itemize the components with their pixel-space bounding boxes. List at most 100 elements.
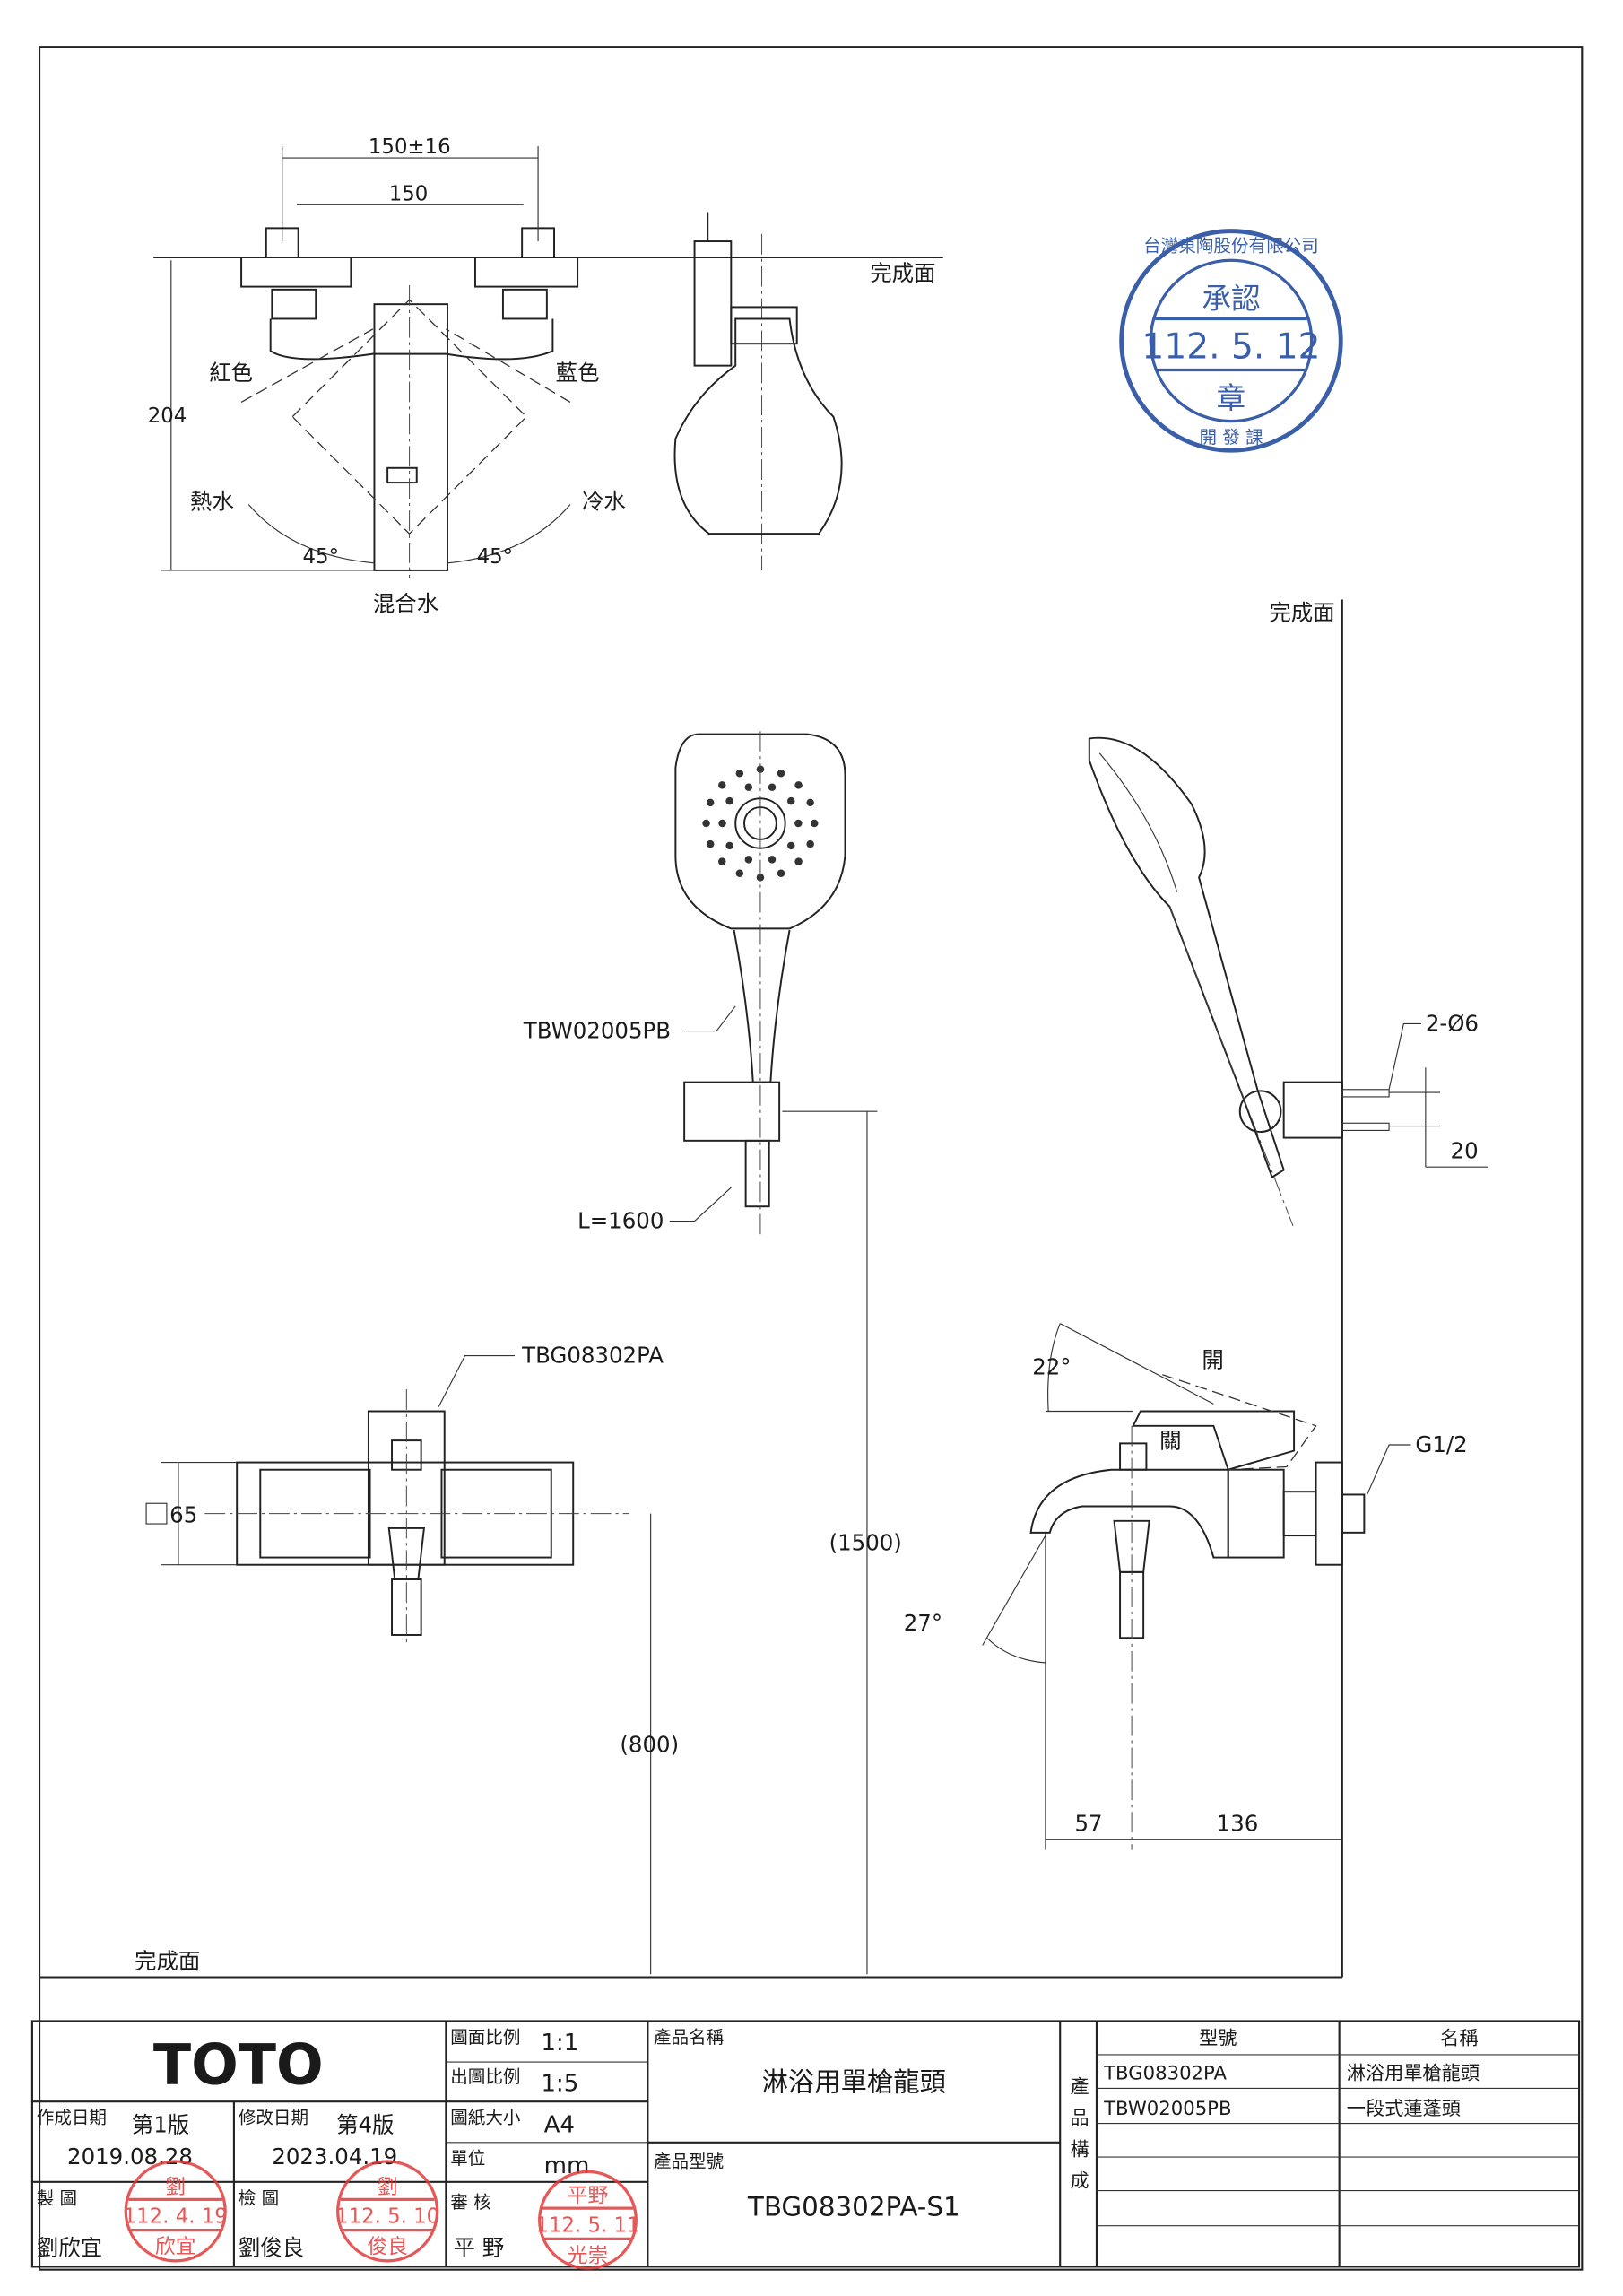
close-label: 關	[1159, 1427, 1181, 1453]
svg-text:112. 5. 11: 112. 5. 11	[535, 2213, 639, 2237]
dim-150: 150	[389, 182, 429, 205]
faucet-front-view: 65 TBG08302PA (800) (1500) 完成面	[135, 1110, 902, 1975]
height-1500-label: (1500)	[829, 1529, 902, 1555]
top-plan-view: 150±16 150 204 完成面 紅色 藍色 熱水 冷水 45° 45° 混…	[148, 135, 943, 617]
drawing-frame	[38, 46, 1584, 2271]
paper-size: A4	[544, 2111, 575, 2138]
svg-text:章: 章	[1217, 381, 1246, 415]
svg-text:欣宜: 欣宜	[155, 2236, 196, 2259]
lever-angle-label: 22°	[1032, 1354, 1071, 1380]
header-model: 型號	[1199, 2027, 1237, 2049]
svg-text:台灣東陶股份有限公司: 台灣東陶股份有限公司	[1143, 235, 1318, 256]
drawn-label: 製 圖	[37, 2187, 77, 2208]
spray-hole	[718, 857, 726, 865]
blue-label: 藍色	[556, 360, 600, 386]
svg-text:開 發 課: 開 發 課	[1199, 427, 1263, 448]
spray-hole	[718, 781, 726, 789]
modified-date: 2023.04.19	[272, 2144, 397, 2170]
spray-hole	[794, 819, 803, 828]
spray-hole	[777, 770, 785, 778]
thread-label: G1/2	[1415, 1431, 1467, 1457]
spray-hole	[768, 783, 777, 791]
reviewed-label: 審 核	[450, 2192, 490, 2213]
dim-136-label: 136	[1217, 1810, 1259, 1836]
row-2-name: 一段式蓮蓬頭	[1347, 2097, 1461, 2119]
faucet-model-label: TBG08302PA	[521, 1343, 664, 1369]
mixed-water-label: 混合水	[373, 591, 438, 617]
shower-model-label: TBW02005PB	[523, 1018, 671, 1044]
spray-hole	[806, 798, 814, 807]
drawn-by: 劉欣宜	[37, 2234, 102, 2260]
svg-text:112. 5. 10: 112. 5. 10	[335, 2205, 439, 2228]
svg-text:112. 4. 19: 112. 4. 19	[124, 2205, 228, 2228]
title-block: TOTO 圖面比例 1:1 出圖比例 1:5 圖紙大小 A4 單位 mm 審 核…	[30, 2020, 1581, 2270]
svg-text:平野: 平野	[568, 2185, 609, 2208]
faucet-side-view: 27° 22° 開 關 G1/2 57 136	[904, 1323, 1468, 1850]
finish-surface-label-top: 完成面	[870, 260, 935, 286]
top-side-view	[673, 212, 843, 570]
checked-by: 劉俊良	[239, 2234, 304, 2260]
svg-text:劉: 劉	[378, 2176, 398, 2199]
spray-hole	[725, 841, 733, 850]
cold-water-label: 冷水	[582, 488, 626, 514]
hole-spacing-label: 20	[1451, 1137, 1479, 1163]
spray-hole	[786, 841, 795, 850]
created-version: 第1版	[132, 2111, 189, 2137]
angle-right: 45°	[477, 545, 513, 569]
modified-label: 修改日期	[239, 2108, 308, 2128]
signature-stamp-reviewed: 平野 112. 5. 11 光崇	[535, 2170, 640, 2270]
created-date: 2019.08.28	[67, 2144, 193, 2170]
spray-hole	[794, 781, 803, 789]
svg-text:劉: 劉	[165, 2176, 186, 2199]
spray-hole	[806, 839, 814, 848]
spray-hole	[735, 869, 744, 877]
hot-water-label: 熱水	[190, 488, 234, 514]
paper-size-label: 圖紙大小	[450, 2108, 521, 2128]
print-scale-label: 出圖比例	[450, 2066, 520, 2087]
spray-hole	[702, 819, 710, 828]
created-label: 作成日期	[37, 2108, 107, 2128]
red-label: 紅色	[209, 360, 253, 386]
shower-side-view: 2-Ø6 20	[1088, 736, 1488, 1229]
product-model-label: 產品型號	[654, 2152, 724, 2172]
spray-hole	[744, 783, 753, 791]
height-800-label: (800)	[620, 1731, 679, 1757]
dim-204: 204	[148, 404, 187, 428]
reviewed-by: 平 野	[454, 2234, 505, 2260]
composition-label: 產品構成	[1068, 2076, 1089, 2202]
svg-text:112. 5. 12: 112. 5. 12	[1141, 326, 1320, 367]
spout-angle-label: 27°	[904, 1610, 942, 1636]
spray-hole	[725, 796, 733, 805]
drawing-scale-label: 圖面比例	[450, 2027, 520, 2048]
spray-hole	[735, 770, 744, 778]
spray-hole	[718, 819, 726, 828]
open-label: 開	[1202, 1347, 1223, 1373]
spray-hole	[706, 839, 715, 848]
signature-stamp-checked: 劉 112. 5. 10 俊良	[335, 2160, 439, 2263]
angle-left: 45°	[303, 545, 339, 569]
header-name: 名稱	[1440, 2027, 1478, 2049]
product-name: 淋浴用單槍龍頭	[762, 2067, 946, 2098]
finish-surface-label-floor: 完成面	[135, 1948, 200, 1974]
signature-stamp-drawn: 劉 112. 4. 19 欣宜	[124, 2160, 228, 2263]
dim-57-label: 57	[1075, 1810, 1103, 1836]
spray-hole	[794, 857, 803, 865]
spray-hole	[706, 798, 715, 807]
product-model: TBG08302PA-S1	[747, 2191, 960, 2222]
drawing-scale: 1:1	[541, 2030, 578, 2057]
svg-text:俊良: 俊良	[367, 2236, 408, 2259]
product-name-label: 產品名稱	[654, 2027, 724, 2048]
holes-label: 2-Ø6	[1426, 1011, 1479, 1037]
shower-front-view: TBW02005PB L=1600	[523, 731, 846, 1236]
hose-length-label: L=1600	[577, 1208, 664, 1234]
row-2-model: TBW02005PB	[1103, 2097, 1231, 2119]
checked-label: 檢 圖	[239, 2187, 279, 2208]
row-1-name: 淋浴用單槍龍頭	[1347, 2062, 1480, 2084]
print-scale: 1:5	[541, 2071, 578, 2098]
toto-logo: TOTO	[153, 2032, 324, 2098]
square-dim-label: 65	[169, 1501, 197, 1527]
svg-text:光崇: 光崇	[568, 2244, 609, 2267]
modified-version: 第4版	[336, 2111, 394, 2137]
approval-stamp: 承認 112. 5. 12 章 台灣東陶股份有限公司 開 發 課	[1119, 229, 1343, 453]
